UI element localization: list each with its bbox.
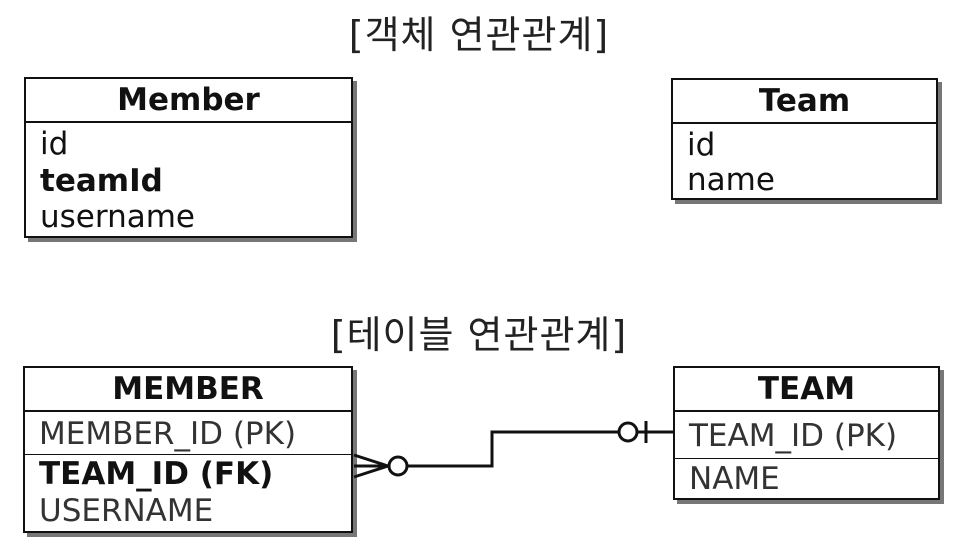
team-table-box: TEAM TEAM_ID (PK) NAME [673,366,940,500]
member-object-name: Member [26,79,351,123]
object-section-title: [객체 연관관계] [348,13,610,57]
table-section-title: [테이블 연관관계] [330,313,628,357]
member-end-zero-circle [387,455,409,477]
member-table-field-member-id: MEMBER_ID (PK) [25,414,351,455]
member-object-field-id: id [40,126,69,162]
team-object-name: Team [673,80,936,124]
member-table-box: MEMBER MEMBER_ID (PK) TEAM_ID (FK) USERN… [23,366,353,533]
team-end-zero-circle [617,421,639,443]
member-table-field-username: USERNAME [39,493,214,529]
crowsfoot-lower-line [353,464,389,479]
connector-path [407,430,619,468]
member-object-field-username: username [40,199,195,235]
member-object-box: Member id teamId username [24,77,353,238]
crowsfoot-upper-line [353,453,389,468]
team-object-field-name: name [687,162,775,198]
team-table-field-name: NAME [689,461,780,497]
team-object-box: Team id name [671,78,938,200]
member-table-name: MEMBER [25,368,351,412]
team-object-field-id: id [687,127,716,163]
team-table-name: TEAM [675,368,938,412]
member-table-field-team-id: TEAM_ID (FK) [39,456,274,492]
member-object-field-teamid: teamId [40,163,163,199]
team-table-field-team-id: TEAM_ID (PK) [675,414,938,459]
